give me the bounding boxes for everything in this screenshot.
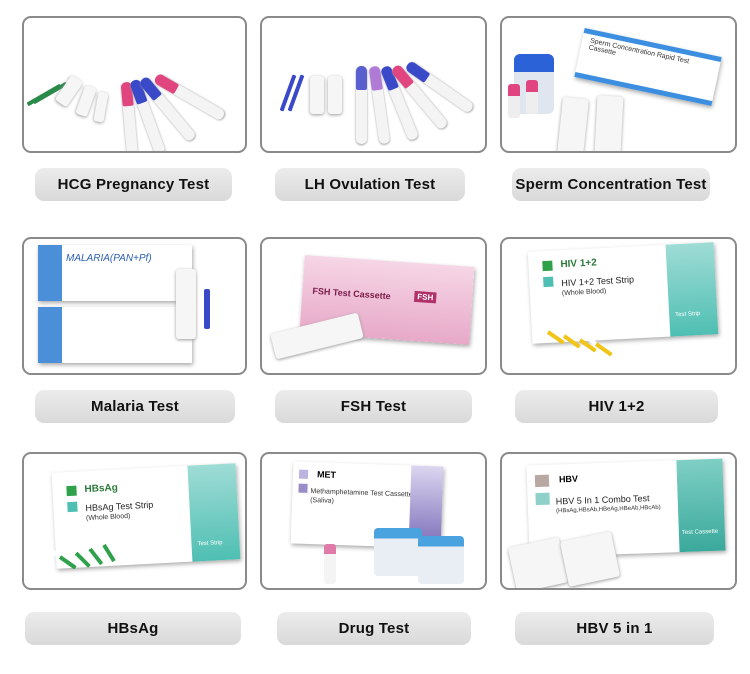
product-image-sperm[interactable]: Sperm Concentration Rapid Test Cassette bbox=[500, 16, 737, 153]
package-badge: FSH bbox=[413, 290, 437, 304]
dropper bbox=[204, 289, 210, 329]
package-band: Test Cassette bbox=[676, 458, 726, 553]
package-subtext: (Whole Blood) bbox=[561, 287, 607, 298]
package-title: HBV bbox=[558, 473, 579, 485]
color-swatch bbox=[66, 485, 77, 497]
package-title: HBsAg bbox=[84, 482, 119, 496]
product-image-fsh[interactable]: FSH Test Cassette FSH bbox=[260, 237, 487, 375]
package-tag: Test Strip bbox=[675, 310, 701, 319]
test-cassette bbox=[507, 537, 569, 588]
test-cassette bbox=[310, 76, 324, 114]
package-title: MET bbox=[316, 469, 337, 480]
product-label[interactable]: HIV 1+2 bbox=[515, 390, 718, 423]
reagent-bottle bbox=[526, 80, 538, 114]
package bbox=[38, 307, 192, 363]
test-cassette bbox=[594, 95, 624, 151]
product-label[interactable]: HBsAg bbox=[25, 612, 241, 645]
product-label[interactable]: LH Ovulation Test bbox=[275, 168, 465, 201]
product-image-drug[interactable]: MET Methamphetamine Test Cassette (Saliv… bbox=[260, 452, 487, 590]
test-cassette bbox=[559, 531, 621, 587]
test-cassette bbox=[93, 91, 109, 123]
product-label[interactable]: HBV 5 in 1 bbox=[515, 612, 714, 645]
package-title: HIV 1+2 bbox=[560, 257, 598, 271]
color-swatch bbox=[67, 501, 78, 513]
product-label[interactable]: Malaria Test bbox=[35, 390, 235, 423]
package-subtext: (Saliva) bbox=[309, 497, 334, 505]
product-label[interactable]: HCG Pregnancy Test bbox=[35, 168, 232, 201]
package-text: HBsAg Test Strip bbox=[85, 499, 154, 514]
test-cassette bbox=[176, 269, 196, 339]
sample-cup bbox=[418, 536, 464, 584]
color-swatch bbox=[534, 474, 550, 488]
product-image-lh[interactable] bbox=[260, 16, 487, 153]
package-text: MALARIA(PAN+Pf) bbox=[66, 253, 152, 264]
color-swatch bbox=[298, 483, 308, 493]
product-label[interactable]: Drug Test bbox=[277, 612, 471, 645]
product-image-hbsag[interactable]: HBsAg HBsAg Test Strip (Whole Blood) Tes… bbox=[22, 452, 247, 590]
product-image-hbv[interactable]: HBV HBV 5 In 1 Combo Test (HBsAg,HBsAb,H… bbox=[500, 452, 737, 590]
color-swatch bbox=[543, 276, 554, 288]
package-text: FSH Test Cassette bbox=[312, 285, 391, 302]
package-text: HBV 5 In 1 Combo Test bbox=[555, 493, 650, 507]
package: MALARIA(PAN+Pf) bbox=[38, 245, 192, 301]
package-tag: Test Strip bbox=[197, 540, 223, 548]
product-image-malaria[interactable]: MALARIA(PAN+Pf) bbox=[22, 237, 247, 375]
package-subtext: (Whole Blood) bbox=[85, 512, 131, 523]
package-text: HIV 1+2 Test Strip bbox=[561, 274, 635, 289]
midstream-test bbox=[356, 66, 367, 144]
color-swatch bbox=[298, 469, 309, 479]
product-image-hcg[interactable] bbox=[22, 16, 247, 153]
color-swatch bbox=[535, 492, 550, 506]
package-band: Test Strip bbox=[187, 463, 241, 562]
product-image-hiv[interactable]: HIV 1+2 HIV 1+2 Test Strip (Whole Blood)… bbox=[500, 237, 737, 375]
package: Sperm Concentration Rapid Test Cassette bbox=[574, 27, 722, 107]
reagent-bottle bbox=[508, 84, 520, 118]
package: HBsAg HBsAg Test Strip (Whole Blood) Tes… bbox=[51, 463, 241, 569]
test-cassette bbox=[328, 76, 342, 114]
package-text: Sperm Concentration Rapid Test Cassette bbox=[587, 37, 690, 66]
package-subtext: (HBsAg,HBsAb,HBeAg,HBeAb,HBcAb) bbox=[555, 504, 661, 515]
test-cassette bbox=[557, 96, 589, 151]
product-label[interactable]: FSH Test bbox=[275, 390, 472, 423]
product-label[interactable]: Sperm Concentration Test bbox=[512, 168, 710, 201]
reagent-bottle bbox=[324, 544, 336, 584]
package-tag: Test Cassette bbox=[681, 528, 719, 537]
color-swatch bbox=[542, 260, 553, 272]
package-band: Test Strip bbox=[665, 242, 719, 337]
sample-cup bbox=[374, 528, 422, 576]
